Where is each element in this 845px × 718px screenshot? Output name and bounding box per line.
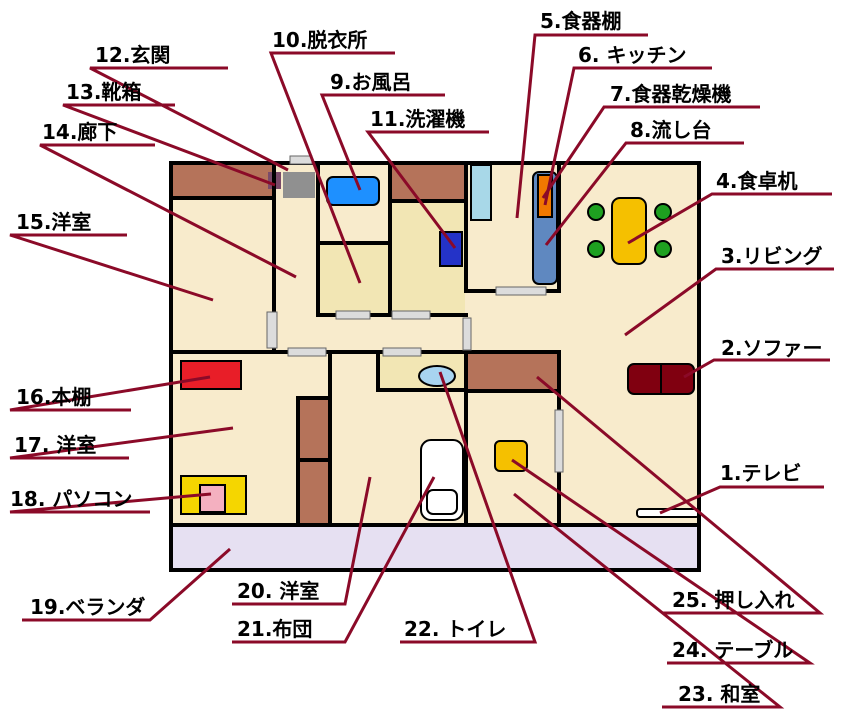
- dressing-room: [318, 245, 390, 315]
- doors: [266, 155, 564, 473]
- label-kitchen: 6. キッチン: [578, 43, 687, 67]
- room15-storage: [171, 163, 274, 198]
- bathtub: [326, 176, 380, 206]
- chair-br: [654, 240, 672, 258]
- label-table: 24. テーブル: [672, 638, 794, 662]
- label-dressing: 10.脱衣所: [272, 28, 368, 52]
- futon: [420, 439, 464, 521]
- label-sofa: 2.ソファー: [721, 336, 823, 360]
- label-pc: 18. パソコン: [10, 487, 133, 511]
- washing-machine: [439, 231, 463, 267]
- label-bath: 9.お風呂: [330, 70, 412, 94]
- leader-lines: [9, 33, 834, 709]
- label-dish-dryer: 7.食器乾燥機: [610, 82, 732, 106]
- label-cupboard: 5.食器棚: [540, 9, 622, 33]
- veranda-area: [171, 525, 699, 570]
- label-sink: 8.流し台: [630, 118, 712, 142]
- label-room20: 20. 洋室: [237, 579, 320, 603]
- toilet-bowl: [418, 365, 456, 387]
- dining-table: [611, 197, 647, 265]
- pc: [199, 484, 226, 513]
- label-toilet: 22. トイレ: [404, 617, 507, 641]
- closet: [468, 353, 559, 391]
- label-futon: 21.布団: [237, 617, 313, 641]
- label-living: 3.リビング: [721, 244, 823, 268]
- label-tv: 1.テレビ: [720, 461, 802, 485]
- cupboard: [470, 164, 492, 221]
- label-entrance: 12.玄関: [95, 43, 171, 67]
- label-washer: 11.洗濯機: [370, 107, 466, 131]
- label-veranda: 19.ベランダ: [30, 595, 146, 619]
- washer-room-storage: [392, 163, 465, 201]
- label-japanese-room: 23. 和室: [678, 682, 761, 706]
- entrance-area: [283, 172, 315, 198]
- label-room17: 17. 洋室: [14, 433, 97, 457]
- label-shoe-box: 13.靴箱: [66, 80, 142, 104]
- label-dining-table: 4.食卓机: [716, 169, 798, 193]
- label-closet: 25. 押し入れ: [672, 588, 795, 612]
- chair-tr: [654, 203, 672, 221]
- label-room15: 15.洋室: [16, 210, 92, 234]
- futon-pillow: [426, 489, 458, 515]
- bookshelf: [180, 360, 242, 390]
- chair-tl: [587, 203, 605, 221]
- label-hallway: 14.廊下: [42, 120, 118, 144]
- chair-bl: [587, 240, 605, 258]
- label-bookshelf: 16.本棚: [16, 385, 92, 409]
